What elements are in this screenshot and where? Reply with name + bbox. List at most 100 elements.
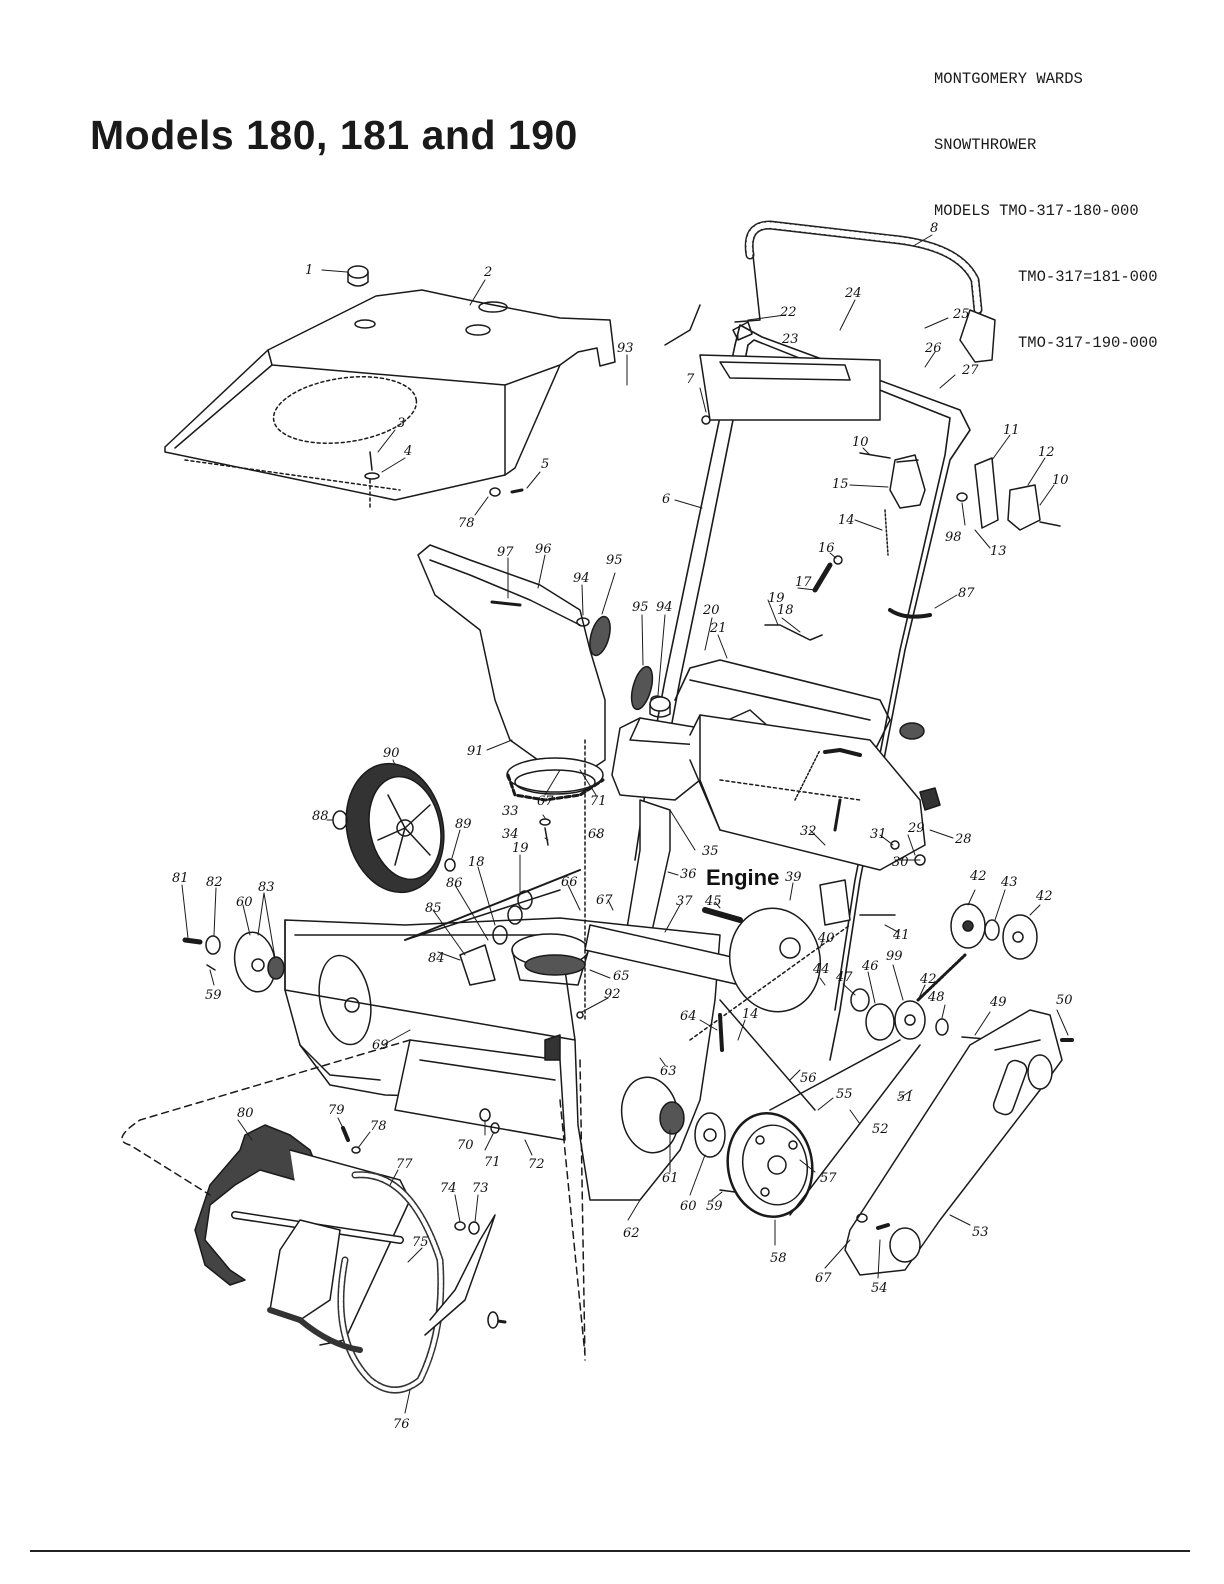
- bolt-45: [702, 907, 743, 923]
- washer-31: [890, 840, 900, 850]
- callout-c86: 86: [446, 876, 463, 891]
- callout-c79: 79: [328, 1103, 345, 1118]
- callout-c94a: 94: [573, 571, 590, 586]
- callout-c33: 33: [502, 804, 519, 819]
- callout-c62: 62: [623, 1226, 640, 1241]
- callout-c24: 24: [844, 286, 862, 301]
- callout-c20: 20: [702, 603, 720, 618]
- washer-82: [205, 935, 221, 955]
- callout-c42c: 42: [919, 972, 937, 987]
- callout-c65: 65: [613, 969, 630, 984]
- callout-c50: 50: [1056, 993, 1073, 1008]
- callout-c72: 72: [528, 1157, 545, 1172]
- callout-c16: 16: [818, 541, 835, 556]
- header-product: SNOWTHROWER: [934, 136, 1037, 154]
- bolt-81: [182, 937, 203, 945]
- bolt-74: [454, 1221, 466, 1231]
- callout-c42a: 42: [969, 869, 987, 884]
- drive-belt: [769, 1039, 921, 1216]
- choke-27: [919, 787, 941, 811]
- callout-c27: 27: [961, 363, 979, 378]
- chute-knob-right: [589, 615, 611, 657]
- callout-c78b: 78: [370, 1119, 387, 1134]
- spring-64: [718, 1013, 724, 1052]
- wheel: [345, 762, 445, 894]
- callout-c68: 68: [588, 827, 605, 842]
- callout-c71b: 71: [484, 1155, 501, 1170]
- switch-box: [1007, 484, 1041, 531]
- mounting-plate: [974, 457, 999, 529]
- callout-c53: 53: [972, 1225, 989, 1240]
- washer-94-a: [576, 617, 590, 627]
- screw-10-right: [1039, 521, 1061, 527]
- header-models-2: TMO-317=181-000: [1018, 268, 1158, 286]
- model-header: MONTGOMERY WARDS SNOWTHROWER MODELS TMO-…: [934, 24, 1158, 376]
- axle: [404, 869, 581, 941]
- callout-c67a: 67: [537, 794, 554, 809]
- screw-59-right: [719, 1189, 736, 1193]
- callout-c90: 90: [383, 746, 400, 761]
- idler-pulleys: [850, 953, 999, 1041]
- callout-c52: 52: [872, 1122, 889, 1137]
- callout-c45: 45: [704, 894, 722, 909]
- callout-c2: 2: [483, 265, 492, 280]
- discharge-chute: [417, 544, 606, 802]
- callout-c84: 84: [428, 951, 445, 966]
- callout-c87: 87: [958, 586, 975, 601]
- auger-pulley: [726, 1112, 814, 1218]
- bolt-79: [341, 1126, 350, 1142]
- callout-c63: 63: [660, 1064, 677, 1079]
- bolt-34: [544, 827, 549, 846]
- top-cover: [164, 289, 616, 501]
- callout-c59a: 59: [205, 988, 222, 1003]
- nut-71: [490, 1122, 500, 1134]
- callout-c22: 22: [779, 305, 797, 320]
- screw-10-left: [859, 452, 891, 459]
- chute-rod: [764, 624, 823, 641]
- callout-c98: 98: [945, 530, 962, 545]
- chute-ring: [511, 933, 589, 986]
- bolt-5: [510, 488, 524, 494]
- chute-knob-left: [630, 665, 654, 711]
- callout-c37: 37: [676, 894, 693, 909]
- washer-89: [444, 858, 456, 872]
- belt-cover: [844, 1009, 1063, 1276]
- header-models-3: TMO-317-190-000: [1018, 334, 1158, 352]
- callout-c56: 56: [800, 1071, 817, 1086]
- cover-washer: [364, 472, 380, 480]
- screw-54: [876, 1223, 890, 1230]
- spring-17: [812, 562, 833, 593]
- callout-c92: 92: [604, 987, 621, 1002]
- callout-c40: 40: [817, 931, 835, 946]
- screw-59-left: [206, 964, 216, 971]
- callout-c15: 15: [832, 477, 849, 492]
- page-title: Models 180, 181 and 190: [90, 112, 578, 158]
- right-bearing: [620, 1076, 726, 1158]
- nut-92: [576, 1011, 584, 1019]
- callout-c18a: 18: [777, 603, 794, 618]
- upper-handle: [734, 220, 996, 363]
- callout-c21: 21: [709, 621, 727, 636]
- callout-c44: 44: [812, 962, 830, 977]
- primer-bulb: [899, 722, 925, 740]
- bracket-85: [459, 944, 496, 986]
- callout-c60b: 60: [680, 1199, 697, 1214]
- callout-c71a: 71: [590, 794, 607, 809]
- callout-c67b: 67: [596, 893, 613, 908]
- bolt-97: [490, 600, 522, 607]
- callout-c12: 12: [1038, 445, 1055, 460]
- callout-c26: 26: [924, 341, 942, 356]
- bottom-rule: [30, 1550, 1190, 1552]
- callout-c8: 8: [930, 221, 938, 236]
- callout-c96: 96: [535, 542, 552, 557]
- callout-c66: 66: [561, 875, 578, 890]
- callout-c10b: 10: [1052, 473, 1069, 488]
- assembly-guide-line: [121, 1039, 586, 1361]
- header-models-1: MODELS TMO-317-180-000: [934, 202, 1139, 220]
- engine-label: Engine: [706, 865, 779, 890]
- left-bearing-plate: [233, 931, 285, 993]
- drive-pulley-set: [950, 903, 1038, 960]
- callout-c29: 29: [907, 821, 925, 836]
- callout-c4: 4: [403, 444, 412, 459]
- washer-73: [468, 1221, 480, 1235]
